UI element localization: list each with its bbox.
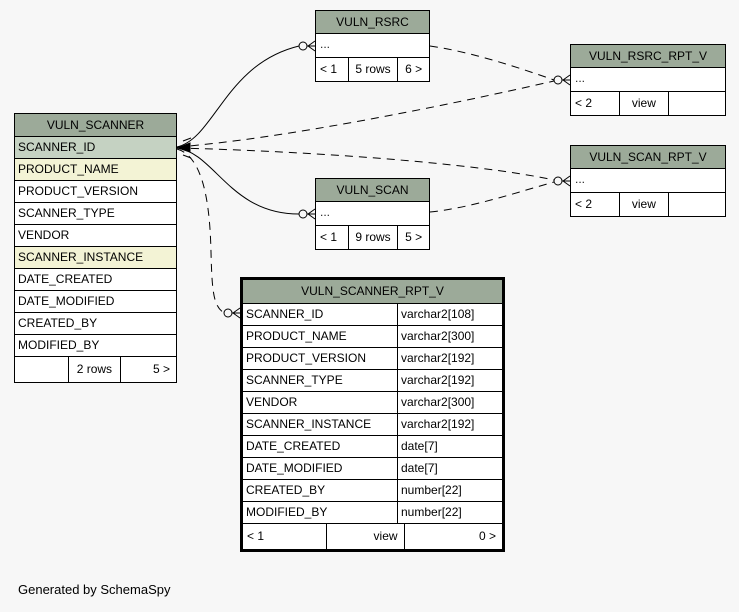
- table-vuln-scan-rpt-v: VULN_SCAN_RPT_V ... < 2 view: [570, 145, 726, 217]
- footer-view-label: view: [618, 92, 668, 115]
- table-title-vuln-rsrc-rpt-v[interactable]: VULN_RSRC_RPT_V: [571, 45, 725, 68]
- column-scanner-instance: SCANNER_INSTANCE: [18, 250, 144, 264]
- crowfoot-zero-or-many-icon: [553, 74, 571, 86]
- footer-view-label: view: [325, 524, 404, 549]
- footer-out-degree: [668, 92, 725, 115]
- column-scanner-id: SCANNER_ID: [246, 307, 324, 321]
- fk-line-scanner-to-scan-rpt-v: [176, 147, 555, 181]
- footer-in-degree: [15, 357, 68, 382]
- column-type: varchar2[108]: [397, 304, 502, 325]
- column-type: varchar2[192]: [397, 414, 502, 435]
- column-type: date[7]: [397, 436, 502, 457]
- column-type: varchar2[192]: [397, 370, 502, 391]
- collapsed-columns-ellipsis: ...: [316, 34, 429, 58]
- column-product-name: PRODUCT_NAME: [246, 329, 347, 343]
- fk-line-rsrc-to-rsrc-rpt-v: [429, 45, 555, 81]
- table-vuln-rsrc: VULN_RSRC ... < 1 5 rows 6 >: [315, 10, 430, 82]
- table-footer: < 1 9 rows 5 >: [316, 226, 429, 249]
- footer-in-degree: < 1: [320, 230, 338, 244]
- column-vendor: VENDOR: [246, 395, 298, 409]
- column-date-modified: DATE_MODIFIED: [246, 461, 343, 475]
- table-footer: 2 rows 5 >: [15, 357, 176, 382]
- table-title-vuln-scan[interactable]: VULN_SCAN: [316, 179, 429, 202]
- footer-in-degree: < 2: [575, 197, 593, 211]
- collapsed-columns-ellipsis: ...: [316, 202, 429, 226]
- column-modified-by: MODIFIED_BY: [18, 338, 100, 352]
- table-vuln-scanner-rpt-v: VULN_SCANNER_RPT_V SCANNER_ID varchar2[10…: [240, 277, 505, 552]
- column-date-modified: DATE_MODIFIED: [18, 294, 115, 308]
- table-vuln-rsrc-rpt-v: VULN_RSRC_RPT_V ... < 2 view: [570, 44, 726, 116]
- collapsed-columns-ellipsis: ...: [571, 169, 725, 193]
- crowfoot-zero-or-many-icon: [553, 175, 571, 187]
- table-vuln-scan: VULN_SCAN ... < 1 9 rows 5 >: [315, 178, 430, 250]
- footer-row-count: 9 rows: [347, 226, 398, 249]
- crowfoot-zero-or-many-icon: [298, 208, 316, 220]
- footer-in-degree: < 1: [320, 62, 338, 76]
- fk-line-scanner-to-rsrc: [176, 45, 300, 148]
- column-type: varchar2[192]: [397, 348, 502, 369]
- column-date-created: DATE_CREATED: [18, 272, 113, 286]
- table-footer: < 1 view 0 >: [243, 524, 502, 549]
- column-modified-by: MODIFIED_BY: [246, 505, 328, 519]
- table-title-vuln-rsrc[interactable]: VULN_RSRC: [316, 11, 429, 34]
- column-product-name: PRODUCT_NAME: [18, 162, 119, 176]
- fk-line-scan-to-scan-rpt-v: [429, 181, 555, 213]
- column-type: number[22]: [397, 480, 502, 501]
- footer-in-degree: < 2: [575, 96, 593, 110]
- column-created-by: CREATED_BY: [246, 483, 326, 497]
- table-footer: < 2 view: [571, 193, 725, 216]
- column-type: varchar2[300]: [397, 392, 502, 413]
- table-title-vuln-scanner-rpt-v[interactable]: VULN_SCANNER_RPT_V: [243, 280, 502, 304]
- column-created-by: CREATED_BY: [18, 316, 98, 330]
- footer-out-degree: [668, 193, 725, 216]
- column-scanner-id: SCANNER_ID: [18, 140, 96, 154]
- arrowhead-icon: [176, 137, 192, 159]
- column-vendor: VENDOR: [18, 228, 70, 242]
- footer-row-count: 5 rows: [347, 58, 398, 81]
- column-product-version: PRODUCT_VERSION: [246, 351, 367, 365]
- footer-out-degree: 5 >: [397, 226, 429, 249]
- table-title-vuln-scan-rpt-v[interactable]: VULN_SCAN_RPT_V: [571, 146, 725, 169]
- column-type: number[22]: [397, 502, 502, 523]
- column-date-created: DATE_CREATED: [246, 439, 341, 453]
- crowfoot-zero-or-many-icon: [223, 307, 241, 319]
- footer-out-degree: 5 >: [119, 357, 176, 382]
- table-title-vuln-scanner[interactable]: VULN_SCANNER: [15, 114, 176, 137]
- generated-by-note: Generated by SchemaSpy: [18, 582, 171, 597]
- footer-view-label: view: [618, 193, 668, 216]
- column-product-version: PRODUCT_VERSION: [18, 184, 139, 198]
- fk-line-scanner-to-scan: [176, 147, 300, 215]
- crowfoot-zero-or-many-icon: [298, 40, 316, 52]
- collapsed-columns-ellipsis: ...: [571, 68, 725, 92]
- column-scanner-instance: SCANNER_INSTANCE: [246, 417, 372, 431]
- footer-row-count: 2 rows: [68, 357, 120, 382]
- footer-out-degree: 6 >: [397, 58, 429, 81]
- table-footer: < 2 view: [571, 92, 725, 115]
- footer-out-degree: 0 >: [403, 524, 502, 549]
- column-scanner-type: SCANNER_TYPE: [18, 206, 115, 220]
- footer-in-degree: < 1: [247, 529, 265, 543]
- column-type: date[7]: [397, 458, 502, 479]
- table-vuln-scanner: VULN_SCANNER SCANNER_ID PRODUCT_NAME PRO…: [14, 113, 177, 383]
- column-scanner-type: SCANNER_TYPE: [246, 373, 343, 387]
- table-footer: < 1 5 rows 6 >: [316, 58, 429, 81]
- column-type: varchar2[300]: [397, 326, 502, 347]
- fk-line-scanner-to-rsrc-rpt-v: [176, 80, 555, 148]
